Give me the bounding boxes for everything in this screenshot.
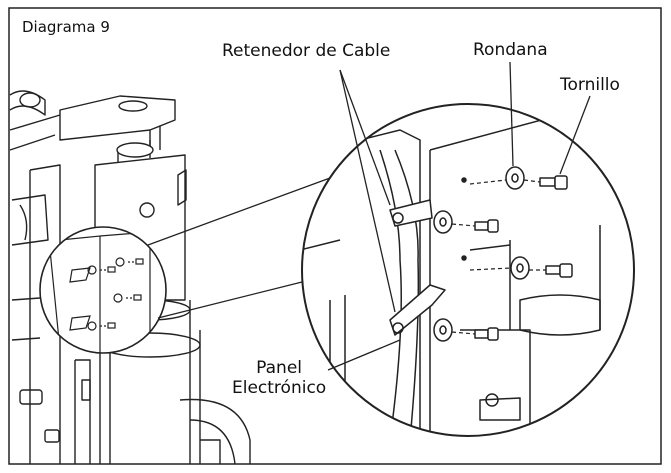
label-panel-line1: Panel <box>256 358 303 378</box>
label-screw: Tornillo <box>560 75 620 95</box>
diagram-border <box>8 7 662 465</box>
label-electronic-panel: Panel Electrónico <box>232 358 326 398</box>
callout-leader-lines <box>327 61 591 371</box>
label-panel-line2: Electrónico <box>232 378 327 398</box>
label-cable-retainer: Retenedor de Cable <box>222 41 391 61</box>
diagram-title: Diagrama 9 <box>22 18 110 36</box>
magnifier-connector-lines <box>147 177 331 319</box>
large-detail-circle <box>301 103 635 437</box>
label-washer: Rondana <box>473 40 548 60</box>
